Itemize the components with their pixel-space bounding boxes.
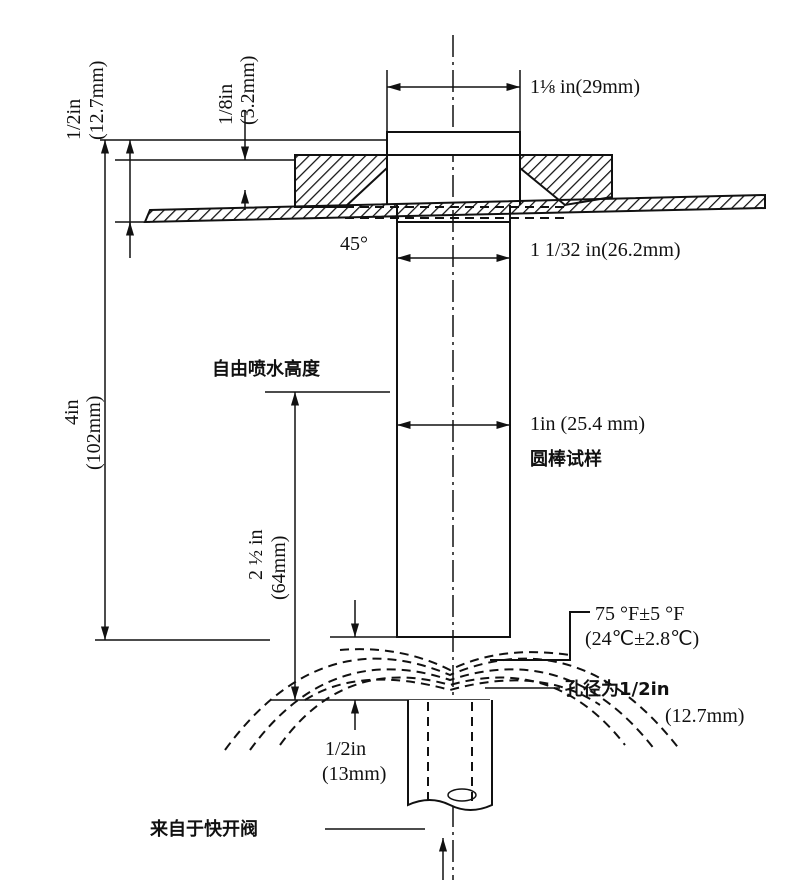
fixture-block-right [519, 154, 613, 207]
spray-height-mm: (64mm) [268, 536, 290, 600]
nozzle-pipe [407, 700, 493, 811]
bore-diameter-label: 1 1/32 in(26.2mm) [530, 239, 681, 261]
gap-in: 1/2in [325, 738, 366, 760]
plate-thickness-mm: (3.2mm) [237, 56, 259, 125]
free-spray-height-label: 自由喷水高度 [212, 358, 321, 380]
water-temp-f: 75 °F±5 °F [595, 603, 684, 625]
specimen-name-label: 圆棒试样 [530, 448, 602, 470]
length-in: 4in [61, 399, 83, 425]
orifice-label: 孔径为1/2in [565, 678, 670, 700]
angle-label: 45° [340, 233, 368, 255]
head-height-mm: (12.7mm) [86, 61, 108, 140]
specimen-head [386, 131, 521, 156]
head-height-in: 1/2in [63, 99, 85, 140]
spray-height-in: 2 ½ in [245, 529, 267, 580]
gap-mm: (13mm) [322, 763, 386, 785]
specimen-bar [396, 221, 511, 638]
specimen-diameter-label: 1in (25.4 mm) [530, 413, 645, 435]
source-label: 来自于快开阀 [149, 818, 258, 840]
plate-thickness-in: 1/8in [215, 84, 237, 125]
water-spray [224, 648, 681, 751]
length-mm: (102mm) [83, 396, 105, 470]
water-temp-c: (24℃±2.8℃) [585, 628, 699, 650]
head-diameter-label: 1⅛ in(29mm) [530, 76, 640, 98]
orifice-mm: (12.7mm) [665, 705, 744, 727]
fixture-block-left [294, 154, 388, 208]
